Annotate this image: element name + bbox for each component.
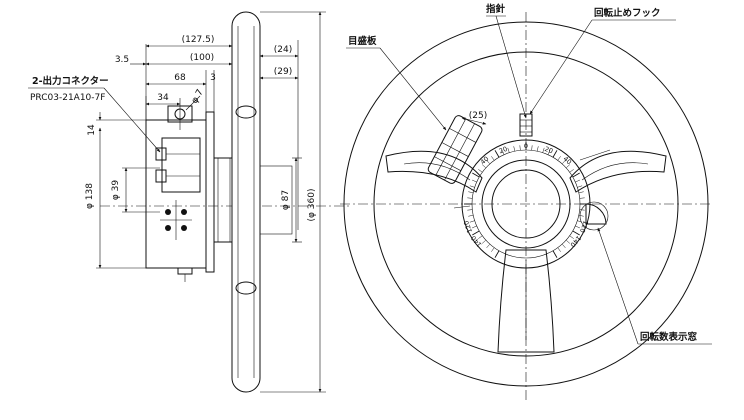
dim-34: 34	[157, 93, 169, 103]
dim-phi360: (φ 360)	[307, 189, 317, 222]
dial-tick	[561, 159, 566, 165]
connector-label: 2-出力コネクター	[32, 75, 109, 87]
dial-tick	[472, 172, 480, 178]
window-label: 回転数表示窓	[640, 331, 698, 343]
dim-phi7: φ 7	[190, 88, 206, 106]
rotation-window	[585, 203, 607, 225]
scale-120-right: 120	[578, 219, 590, 233]
dial-tick	[472, 230, 480, 236]
connector-part-number: PRC03-21A10-7F	[30, 93, 105, 103]
dim-3: 3	[210, 73, 216, 83]
output-connector	[161, 137, 201, 193]
front-view: 0 20 40 20 40 140 120 140 120 (25) 指針 回転…	[340, 3, 712, 400]
dial-tick	[552, 250, 558, 258]
hook-label: 回転止めフック	[594, 7, 661, 19]
dim-25: (25)	[469, 111, 487, 121]
dial-tick	[572, 172, 580, 178]
dial-tick	[507, 147, 510, 153]
dim-phi87: φ 87	[281, 190, 291, 210]
dim-127-5: (127.5)	[182, 35, 215, 45]
dial-label: 目盛板	[348, 35, 377, 47]
dim-100: (100)	[190, 53, 214, 63]
dial-tick	[481, 239, 487, 244]
dial-tick	[561, 243, 566, 249]
dial-ticks	[464, 142, 588, 258]
side-view: (127.5) (24) 3.5 (100) (29) 68 3 34 φ 7 …	[28, 11, 350, 393]
sensor-housing	[145, 119, 207, 269]
bolt-pattern	[160, 200, 192, 240]
wheel-rim-outer	[343, 21, 709, 387]
dial-tick	[471, 225, 477, 229]
dim-68: 68	[174, 73, 186, 83]
dial-tick	[467, 209, 473, 211]
dial-tick	[467, 197, 473, 199]
dial-tick	[552, 150, 558, 158]
dial-tick	[575, 179, 581, 183]
scale-40-right: 40	[562, 155, 574, 166]
dial-tick	[471, 179, 477, 183]
dial-window	[427, 115, 483, 184]
dial-tick	[486, 159, 491, 165]
dial-tick	[469, 185, 475, 188]
dial-tick	[575, 225, 581, 229]
spoke-left	[385, 150, 483, 193]
dial-tick	[494, 150, 500, 158]
dial-tick	[478, 169, 483, 173]
dial-tick	[579, 197, 585, 199]
dial-tick	[547, 149, 551, 155]
dim-24: (24)	[274, 45, 292, 55]
pointer-label: 指針	[486, 3, 506, 15]
bottom-fastener	[177, 267, 193, 275]
wheel-rim-side	[231, 11, 261, 393]
dial-tick	[536, 146, 539, 152]
dial-tick	[494, 250, 500, 258]
scale-20-right: 20	[543, 145, 554, 156]
dial-tick	[519, 145, 521, 151]
dim-phi138: φ 138	[85, 183, 95, 209]
dial-tick	[557, 247, 561, 252]
scale-120-left: 120	[462, 219, 474, 233]
dial-tick	[569, 169, 574, 173]
dial-tick	[565, 239, 571, 244]
pointer-hook	[519, 113, 533, 137]
wheel-rim-inner	[373, 51, 679, 357]
dial-tick	[542, 147, 545, 153]
dial-tick	[578, 214, 584, 217]
mounting-plate	[205, 111, 215, 273]
dial-tick	[468, 214, 474, 217]
dim-3-5: 3.5	[115, 55, 129, 65]
dial-tick	[565, 164, 571, 169]
dial-tick	[478, 235, 483, 239]
dial-tick	[578, 191, 584, 194]
spoke-bottom	[497, 249, 555, 353]
dial-tick	[513, 146, 516, 152]
dial-tick	[531, 145, 533, 151]
dial-tick	[569, 235, 574, 239]
hub-outer	[481, 159, 571, 249]
spoke-right	[569, 150, 667, 193]
dim-phi39: φ 39	[111, 180, 121, 201]
dial-tick	[468, 191, 474, 194]
dial-tick	[481, 164, 487, 169]
scale-20-left: 20	[498, 145, 509, 156]
dial-tick	[579, 209, 585, 211]
dial-tick	[577, 185, 583, 188]
scale-0: 0	[524, 142, 528, 150]
dial-tick	[491, 156, 495, 161]
dial-tick	[557, 156, 561, 161]
dim-14: 14	[87, 124, 97, 136]
dial-tick	[572, 230, 580, 236]
dial-tick	[491, 247, 495, 252]
hub-inner	[491, 169, 561, 239]
dial-tick	[469, 220, 475, 223]
dim-29: (29)	[274, 67, 292, 77]
dial-tick	[486, 243, 491, 249]
scale-40-left: 40	[479, 155, 491, 166]
dial-tick	[501, 149, 505, 155]
